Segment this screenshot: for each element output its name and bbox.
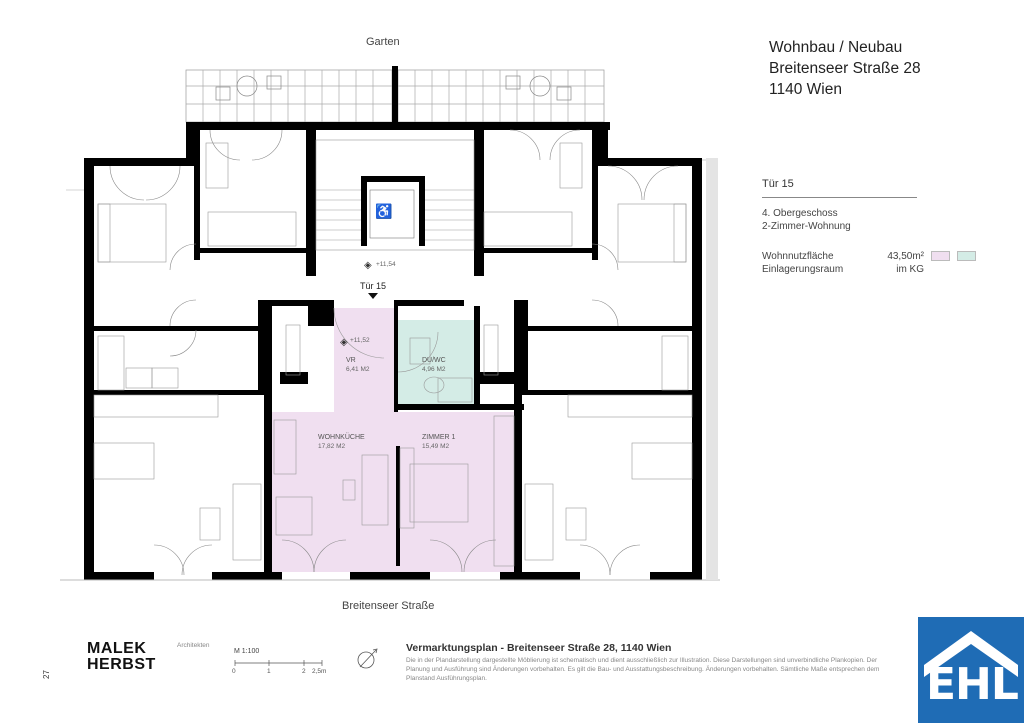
room-fill-zimmer: [396, 412, 516, 572]
divider: [762, 197, 917, 198]
project-city: 1140 Wien: [769, 81, 842, 98]
doors: [109, 129, 679, 576]
room-label-vr: VR: [346, 357, 356, 364]
room-fill-vr: [334, 308, 394, 412]
house-roof-icon: [924, 631, 1018, 677]
unit-id: Tür 15: [762, 178, 794, 190]
plan-title: Vermarktungsplan - Breitenseer Straße 28…: [406, 642, 672, 654]
room-area-wohnkueche: 17,82 M2: [318, 443, 345, 450]
room-label-wohnkueche: WOHNKÜCHE: [318, 433, 365, 441]
scale-tick-2: 2: [302, 668, 306, 675]
architect-name-1: MALEK: [87, 640, 147, 657]
area-value: 43,50m²: [887, 251, 924, 262]
level-vr: +11,52: [350, 337, 370, 344]
entrance-arrow-icon: [368, 293, 378, 299]
page-number: 27: [41, 670, 51, 679]
room-area-zimmer1: 15,49 M2: [422, 443, 449, 450]
walls: [84, 66, 702, 580]
north-arrow-icon: [357, 648, 378, 669]
area-row-storage: Einlagerungsraum im KG: [762, 264, 924, 275]
furniture: [93, 142, 693, 567]
legend-swatch-mint: [957, 251, 976, 262]
architect-name-2: HERBST: [87, 656, 156, 673]
architect-logo: MALEK HERBST: [87, 641, 156, 673]
project-type: Wohnbau / Neubau: [769, 39, 903, 56]
scale-tick-end: 2,5m: [312, 668, 326, 675]
area-row-living: Wohnnutzfläche 43,50m²: [762, 251, 976, 262]
legend-swatch-pink: [931, 251, 950, 262]
area-label: Wohnnutzfläche: [762, 251, 834, 262]
elevator-icon: ♿: [375, 203, 392, 220]
area-value: im KG: [896, 264, 924, 275]
level-stairwell: +11,54: [376, 261, 396, 268]
level-marker-icon: ◈: [340, 337, 348, 348]
floor-info: 4. Obergeschoss 2-Zimmer-Wohnung: [762, 207, 851, 233]
unit-type: 2-Zimmer-Wohnung: [762, 221, 851, 232]
garden-label: Garten: [366, 36, 400, 48]
room-fill-wohnkueche: [272, 412, 396, 572]
area-label: Einlagerungsraum: [762, 264, 844, 275]
disclaimer: Die in der Plandarstellung dargestellte …: [406, 657, 880, 682]
entrance-label: Tür 15: [360, 281, 386, 291]
room-area-duwc: 4,96 M2: [422, 366, 446, 373]
project-address: Breitenseer Straße 28: [769, 60, 921, 77]
scale-tick-0: 0: [232, 668, 236, 675]
room-area-vr: 6,41 M2: [346, 366, 370, 373]
room-label-zimmer1: ZIMMER 1: [422, 434, 456, 441]
floor-level: 4. Obergeschoss: [762, 208, 838, 219]
brand-text: EHL: [926, 659, 1019, 710]
scale-tick-1: 1: [267, 668, 271, 675]
stairs: [315, 139, 475, 251]
scale-bar: [234, 660, 323, 666]
level-marker-icon: ◈: [364, 260, 372, 271]
scale-label: M 1:100: [234, 648, 260, 655]
architect-caption: Architekten: [177, 642, 210, 649]
room-fill-duwc: [398, 320, 474, 404]
project-title: Wohnbau / Neubau Breitenseer Straße 28 1…: [769, 37, 921, 100]
street-label: Breitenseer Straße: [342, 600, 435, 612]
room-label-duwc: DU/WC: [422, 357, 446, 364]
ehl-logo: EHL: [918, 617, 1024, 723]
